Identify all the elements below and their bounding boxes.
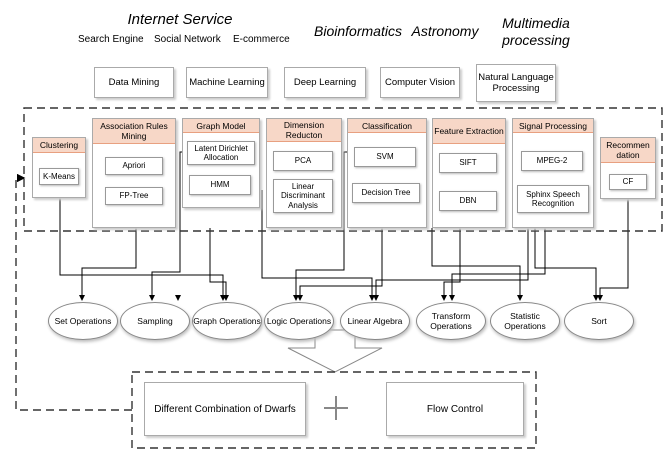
domain-sub-ecommerce: E-commerce [233, 34, 290, 45]
connector-association [79, 228, 137, 301]
category-machine-learning: Machine Learning [186, 67, 268, 98]
algorithm-hmm: HMM [189, 175, 251, 195]
algorithm-svm: SVM [354, 147, 416, 167]
connector-feature [431, 228, 523, 301]
domain-multimedia-line1: Multimedia [502, 15, 570, 31]
algorithm-group-signal: Signal Processing MPEG-2 Sphinx Speech R… [512, 118, 594, 228]
algorithm-sift: SIFT [439, 153, 497, 173]
plus-icon [324, 396, 348, 420]
domain-sub-search-engine: Search Engine [78, 34, 144, 45]
algorithm-pca: PCA [273, 151, 333, 171]
flow-control-box: Flow Control [386, 382, 524, 436]
combination-box: Different Combination of Dwarfs [144, 382, 306, 436]
category-data-mining: Data Mining [94, 67, 174, 98]
connector-dimension [261, 190, 375, 301]
group-title-dimension: Dimension Reducton [267, 119, 341, 142]
group-title-classification: Classification [348, 119, 426, 133]
connector-cf [597, 197, 629, 301]
algorithm-group-graph-model: Graph Model Latent Dirichlet Allocation … [182, 118, 260, 208]
algorithm-kmeans: K-Means [39, 168, 79, 185]
domain-sub-social-network: Social Network [154, 34, 221, 45]
feedback-path [15, 173, 132, 411]
algorithm-fp-tree: FP-Tree [105, 187, 163, 205]
algorithm-cf: CF [609, 174, 647, 190]
dwarf-statistic-operations: Statistic Operations [490, 302, 560, 340]
group-title-clustering: Clustering [33, 138, 85, 153]
dwarf-set-operations: Set Operations [48, 302, 118, 340]
domain-bioinformatics: Bioinformatics [314, 23, 402, 39]
dwarf-sort: Sort [564, 302, 634, 340]
connector-decision-tree [297, 210, 383, 301]
algorithm-mpeg2: MPEG-2 [521, 151, 583, 171]
algorithm-group-association: Association Rules Mining Apriori FP-Tree [92, 118, 176, 228]
dwarf-transform-operations: Transform Operations [416, 302, 486, 340]
algorithm-lda-linear: Linear Discriminant Analysis [273, 179, 333, 213]
group-title-feature: Feature Extraction [433, 119, 505, 144]
dwarf-sampling: Sampling [120, 302, 190, 340]
group-title-signal: Signal Processing [513, 119, 593, 133]
algorithm-group-recommendation: Recommen dation CF [600, 137, 656, 199]
algorithm-dbn: DBN [439, 191, 497, 211]
connector-mpeg [449, 228, 546, 301]
domain-multimedia-line2: processing [502, 32, 570, 48]
algorithm-lda: Latent Dirichlet Allocation [187, 141, 255, 165]
bottom-dashed-frame [131, 371, 537, 449]
dwarf-logic-operations: Logic Operations [264, 302, 334, 340]
group-title-recommendation: Recommen dation [601, 138, 655, 163]
category-nlp: Natural Language Processing [476, 64, 556, 102]
algorithm-group-dimension: Dimension Reducton PCA Linear Discrimina… [266, 118, 342, 228]
dwarf-linear-algebra: Linear Algebra [340, 302, 410, 340]
algorithm-dashed-frame [23, 107, 663, 232]
domain-astronomy: Astronomy [411, 23, 479, 39]
category-computer-vision: Computer Vision [380, 67, 460, 98]
connector-sphinx [373, 228, 529, 301]
domain-internet-service: Internet Service [127, 11, 233, 28]
dwarf-graph-operations: Graph Operations [192, 302, 262, 340]
algorithm-group-clustering: Clustering K-Means [32, 137, 86, 198]
algorithm-sphinx: Sphinx Speech Recognition [517, 185, 589, 213]
group-title-association: Association Rules Mining [93, 119, 175, 144]
connector-signal [534, 228, 599, 301]
algorithm-decision-tree: Decision Tree [352, 183, 420, 203]
category-deep-learning: Deep Learning [284, 67, 366, 98]
algorithm-group-feature: Feature Extraction SIFT DBN [432, 118, 506, 228]
group-title-graph-model: Graph Model [183, 119, 259, 133]
connector-hmm [209, 228, 229, 301]
algorithm-group-classification: Classification SVM Decision Tree [347, 118, 427, 228]
connector-kmeans [59, 175, 226, 301]
algorithm-apriori: Apriori [105, 157, 163, 175]
